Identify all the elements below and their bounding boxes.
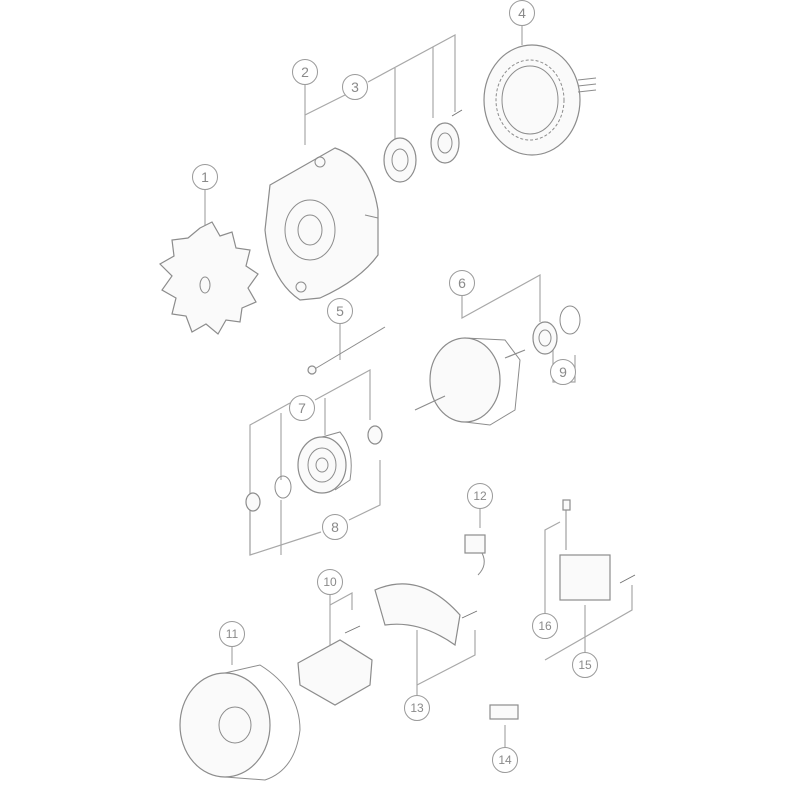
rectifier-part: [297, 625, 373, 706]
callout-1: 1: [192, 164, 218, 190]
callout-7: 7: [289, 395, 315, 421]
callout-13: 13: [404, 695, 430, 721]
rotor-part: [414, 337, 526, 426]
callout-4: 4: [509, 0, 535, 26]
callout-3: 3: [342, 74, 368, 100]
pulley-part: [297, 425, 383, 494]
callout-16: 16: [532, 613, 558, 639]
callout-6: 6: [449, 270, 475, 296]
housing-part: [264, 147, 379, 301]
callout-15: 15: [572, 652, 598, 678]
callout-2: 2: [292, 59, 318, 85]
callout-14: 14: [492, 747, 518, 773]
bolt-part: [307, 326, 386, 375]
rear-housing-part: [179, 664, 301, 781]
rotor-bearing-part: [532, 305, 581, 355]
stator-part: [483, 44, 597, 156]
brush-part: [464, 534, 486, 576]
callout-11: 11: [219, 621, 245, 647]
rectifier-arc-part: [374, 583, 478, 647]
regulator-part: [559, 499, 636, 601]
callout-12: 12: [467, 483, 493, 509]
callout-9: 9: [550, 359, 576, 385]
callout-5: 5: [327, 298, 353, 324]
leader-lines: [204, 26, 633, 747]
nut-part: [245, 475, 292, 512]
clip-part: [489, 704, 519, 720]
bearing-part: [383, 109, 463, 183]
fan-part: [159, 221, 259, 335]
callout-8: 8: [322, 514, 348, 540]
callout-10: 10: [317, 569, 343, 595]
